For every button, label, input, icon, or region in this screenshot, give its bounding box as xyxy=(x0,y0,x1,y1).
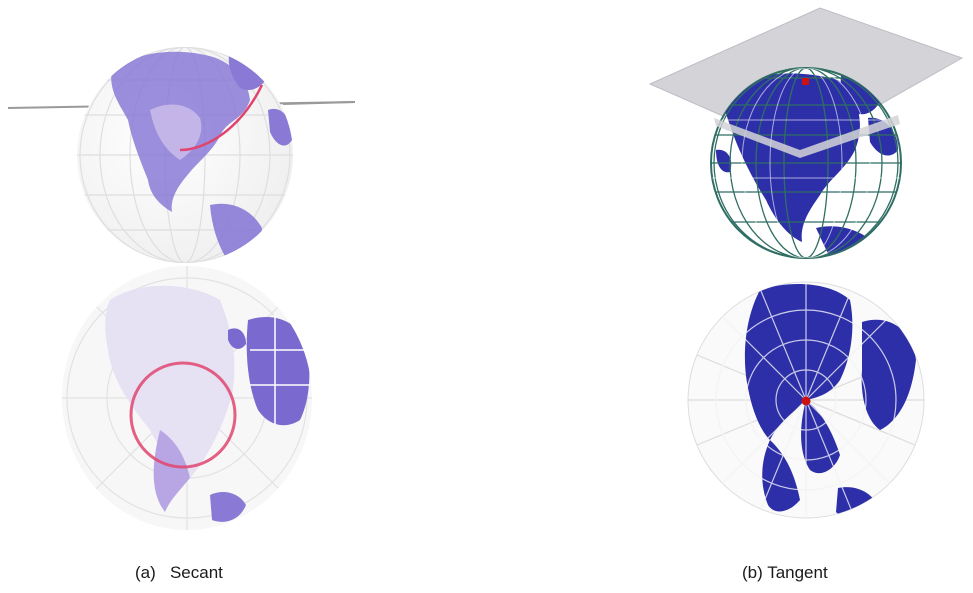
north-america-land-tangent xyxy=(724,73,860,242)
tangent-point-globe xyxy=(802,78,809,85)
tangent-point-projection xyxy=(801,396,811,406)
europe-land-secant xyxy=(246,316,310,426)
europe-land-tangent xyxy=(861,319,916,430)
secant-projection xyxy=(62,266,312,530)
caption-secant: (a) Secant xyxy=(135,563,223,582)
caption-tangent: (b) Tangent xyxy=(742,563,828,582)
arctic-land-tangent xyxy=(744,284,853,440)
tangent-globe xyxy=(648,7,964,259)
secant-line-circle xyxy=(129,361,237,469)
tangent-projection xyxy=(687,281,925,519)
secant-circle xyxy=(179,84,264,152)
secant-globe xyxy=(7,47,356,263)
